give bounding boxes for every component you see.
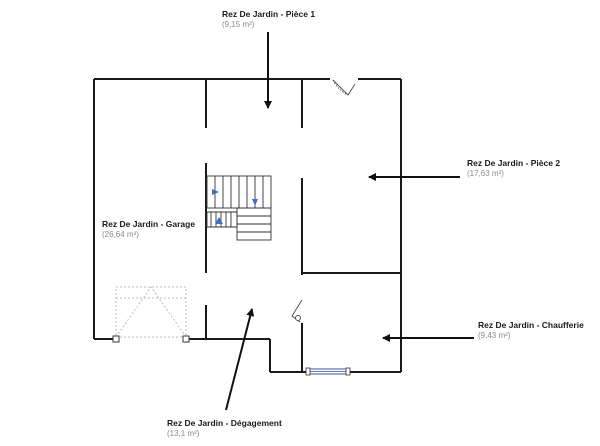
exterior-walls	[93, 78, 402, 373]
room-area: (9,43 m²)	[478, 330, 511, 340]
garage-post-right	[182, 335, 190, 343]
room-name: Rez De Jardin - Pièce 1	[222, 9, 316, 19]
room-area: (26,64 m²)	[102, 229, 139, 239]
stairs-direction-arrows	[212, 189, 258, 224]
room-area: (17,63 m²)	[467, 168, 504, 178]
label-chaufferie: Rez De Jardin - Chaufferie (9,43 m²)	[478, 320, 584, 341]
room-name: Rez De Jardin - Chaufferie	[478, 320, 584, 330]
room-name: Rez De Jardin - Garage	[102, 219, 196, 229]
interior-walls	[205, 79, 401, 372]
pointer-arrows	[225, 32, 474, 411]
room-name: Rez De Jardin - Dégagement	[167, 418, 282, 428]
room-area: (9,15 m²)	[222, 19, 255, 29]
garage-door	[115, 286, 187, 338]
label-piece1: Rez De Jardin - Pièce 1 (9,15 m²)	[222, 9, 315, 30]
garage-post-left	[112, 335, 120, 343]
label-garage: Rez De Jardin - Garage (26,64 m²)	[102, 219, 195, 240]
door-swings	[291, 79, 356, 323]
window	[305, 367, 351, 376]
arrow-degagement	[225, 308, 255, 411]
room-area: (13,1 m²)	[167, 428, 200, 438]
room-name: Rez De Jardin - Pièce 2	[467, 158, 561, 168]
label-piece2: Rez De Jardin - Pièce 2 (17,63 m²)	[467, 158, 560, 179]
staircase	[206, 175, 272, 241]
label-degagement: Rez De Jardin - Dégagement (13,1 m²)	[167, 418, 282, 439]
